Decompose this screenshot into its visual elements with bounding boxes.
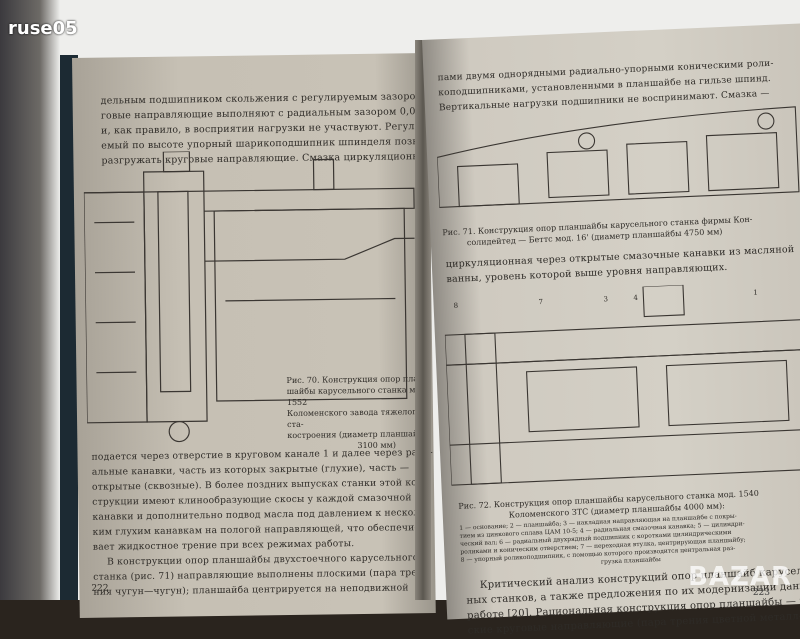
gutter [415, 40, 431, 600]
figure-70-drawing [83, 150, 415, 443]
page-number-left: 222 [91, 583, 109, 594]
left-body-text: подается через отверстие в круговом кана… [91, 445, 434, 600]
label-3: 3 [603, 295, 609, 304]
label-4: 4 [633, 293, 639, 303]
figure-70-caption: Рис. 70. Конструкция опор пла- шайбы кар… [286, 373, 433, 452]
caption-line: шайбы карусельного станка мод. 1552 [286, 385, 428, 408]
right-page: пами двумя однорядными радиально-упорным… [422, 22, 800, 637]
page-number-right: 223 [752, 588, 770, 598]
watermark-logo-top: ruse05 [8, 18, 78, 39]
figure-72-drawing [444, 284, 800, 486]
label-1: 1 [753, 288, 758, 297]
right-mid-text: циркуляционная через открытые смазочные … [445, 242, 795, 287]
caption-line: Коломенского завода тяжелого ста- [286, 407, 422, 430]
label-7: 7 [538, 297, 544, 307]
figure-71-drawing [436, 106, 800, 208]
label-8: 8 [453, 301, 459, 310]
watermark-logo-bottom: BAZAR [688, 562, 792, 592]
left-page: дельным подшипником скольжения с регулир… [72, 53, 472, 618]
